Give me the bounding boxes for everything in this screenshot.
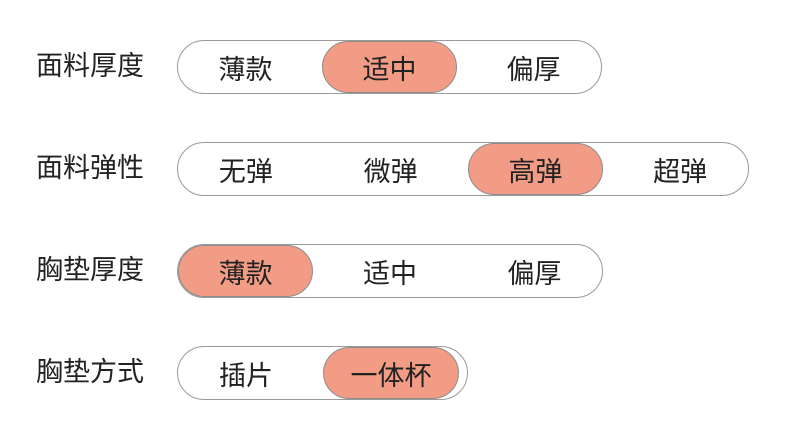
row-label-pad-thickness: 胸垫厚度 <box>36 255 144 286</box>
segmented-control-pad-type: 插片 一体杯 <box>177 346 468 400</box>
row-label-pad-type: 胸垫方式 <box>36 357 144 388</box>
option-thin[interactable]: 薄款 <box>178 245 314 297</box>
row-label-fabric-elasticity: 面料弹性 <box>36 153 144 184</box>
row-label-fabric-thickness: 面料厚度 <box>36 51 144 82</box>
option-high-stretch[interactable]: 高弹 <box>467 143 604 195</box>
option-thin[interactable]: 薄款 <box>218 54 273 86</box>
option-no-stretch[interactable]: 无弹 <box>218 156 273 188</box>
option-thick[interactable]: 偏厚 <box>507 258 562 290</box>
option-thick[interactable]: 偏厚 <box>506 54 561 86</box>
segmented-control-pad-thickness: 薄款 适中 偏厚 <box>177 244 603 298</box>
option-insert-pad[interactable]: 插片 <box>219 360 273 392</box>
segmented-control-fabric-thickness: 薄款 适中 偏厚 <box>177 40 602 94</box>
option-medium[interactable]: 适中 <box>322 41 458 93</box>
option-medium[interactable]: 适中 <box>363 258 417 290</box>
segmented-control-fabric-elasticity: 无弹 微弹 高弹 超弹 <box>177 142 749 196</box>
option-super-stretch[interactable]: 超弹 <box>653 156 708 188</box>
option-one-piece-cup[interactable]: 一体杯 <box>323 347 459 399</box>
option-slight-stretch[interactable]: 微弹 <box>363 156 418 188</box>
